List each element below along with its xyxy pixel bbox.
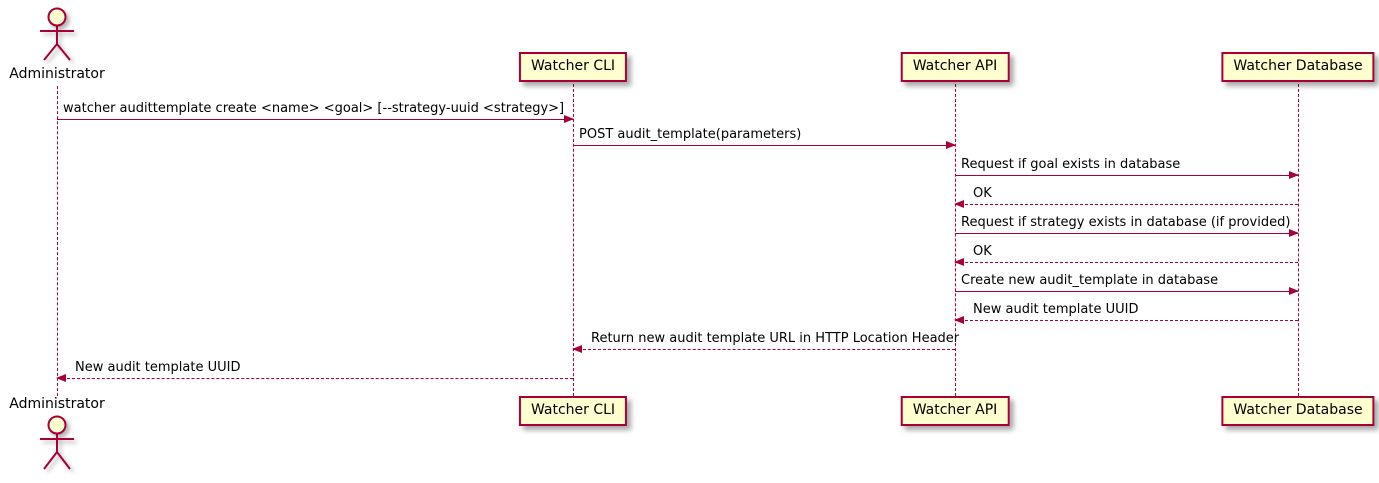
arrow-line [954,316,1298,324]
message-label: OK [973,186,992,201]
message-label: Create new audit_template in database [961,273,1219,288]
message-request-goal-exists: Request if goal exists in database [955,156,1299,179]
arrowhead-right-icon [946,141,956,149]
actor-label-bottom: Administrator [9,396,105,412]
message-label: New audit template UUID [75,360,241,375]
arrowhead-left-icon [954,200,964,208]
message-request-strategy-exists: Request if strategy exists in database (… [955,214,1299,237]
participant-watcher-api-top: Watcher API [900,52,1010,82]
arrow-line [57,115,574,123]
arrow-line [56,374,573,382]
arrowhead-left-icon [572,345,582,353]
lifeline-watcher-cli [572,84,574,396]
arrow-line [573,141,956,149]
message-label: Request if goal exists in database [961,157,1181,172]
participant-watcher-cli-bottom: Watcher CLI [518,396,628,426]
arrowhead-right-icon [1289,171,1299,179]
arrowhead-left-icon [56,374,66,382]
participant-watcher-database-top: Watcher Database [1221,52,1375,82]
message-label: OK [973,244,992,259]
actor-icon [40,415,74,470]
message-ok-strategy: OK [954,243,1298,266]
arrowhead-left-icon [954,316,964,324]
message-new-audit-template-uuid-admin: New audit template UUID [56,359,573,382]
actor-label-top: Administrator [9,66,105,82]
message-ok-goal: OK [954,185,1298,208]
arrowhead-right-icon [564,115,574,123]
message-create-new-audit-template: Create new audit_template in database [955,272,1299,295]
arrow-line [955,229,1299,237]
arrowhead-right-icon [1289,287,1299,295]
message-label: POST audit_template(parameters) [579,127,802,142]
message-label: watcher audittemplate create <name> <goa… [63,101,565,116]
message-return-url-location-header: Return new audit template URL in HTTP Lo… [572,330,959,353]
message-label: Return new audit template URL in HTTP Lo… [591,331,960,346]
arrowhead-left-icon [954,258,964,266]
participant-watcher-cli-top: Watcher CLI [518,52,628,82]
message-label: New audit template UUID [973,302,1139,317]
actor-icon [40,7,74,61]
lifeline-administrator [56,86,58,396]
arrow-line [955,171,1299,179]
message-post-audit-template: POST audit_template(parameters) [573,126,956,149]
participant-watcher-api-bottom: Watcher API [900,396,1010,426]
message-label: Request if strategy exists in database (… [961,215,1291,230]
arrow-line [955,287,1299,295]
arrowhead-right-icon [1289,229,1299,237]
arrow-line [954,258,1298,266]
arrow-line [572,345,955,353]
participant-watcher-database-bottom: Watcher Database [1221,396,1375,426]
lifeline-watcher-database [1297,84,1299,396]
message-new-audit-template-uuid-db: New audit template UUID [954,301,1298,324]
arrow-line [954,200,1298,208]
message-create-audittemplate: watcher audittemplate create <name> <goa… [57,100,574,123]
lifeline-watcher-api [954,84,956,396]
